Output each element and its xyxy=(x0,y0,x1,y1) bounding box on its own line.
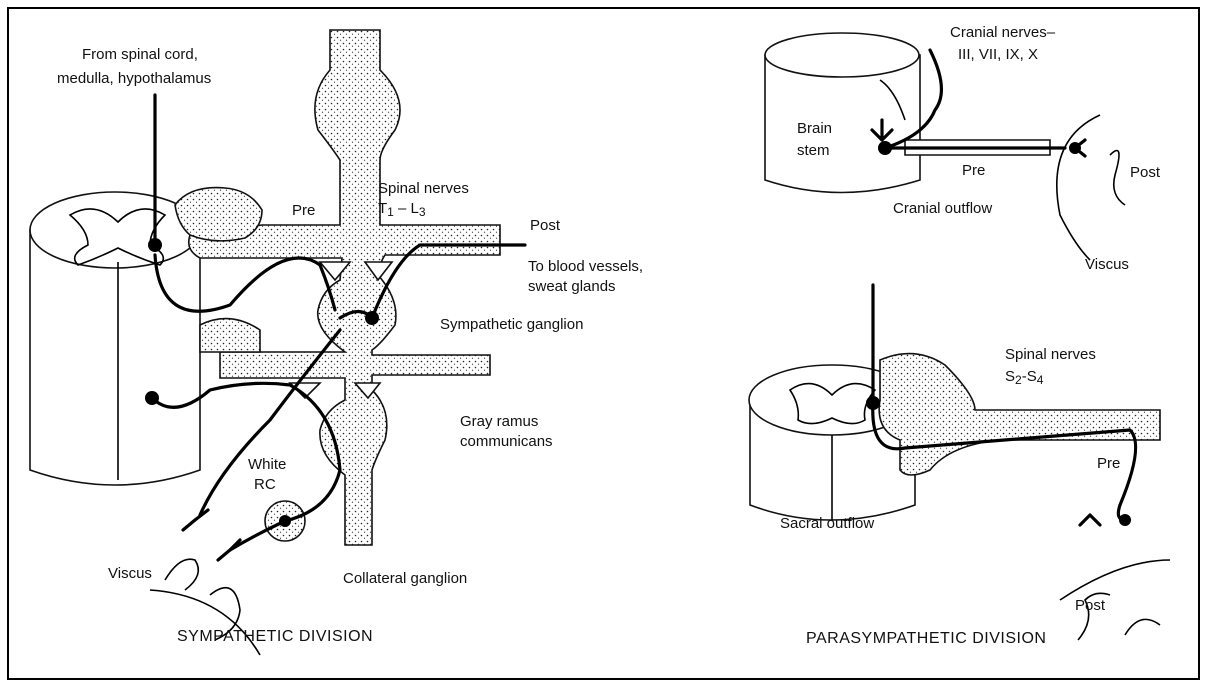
label-sacral-range: S2-S4 xyxy=(1005,368,1043,389)
label-cranial-nerves: Cranial nerves– xyxy=(950,24,1055,42)
label-spinal-range: T1 – L3 xyxy=(378,200,426,221)
label-viscus-cranial: Viscus xyxy=(1085,256,1129,274)
label-collateral-ganglion: Collateral ganglion xyxy=(343,570,467,588)
label-post: Post xyxy=(530,217,560,235)
label-stem: stem xyxy=(797,142,830,160)
label-pre: Pre xyxy=(292,202,315,220)
label-pre-cranial: Pre xyxy=(962,162,985,180)
label-sympathetic-ganglion: Sympathetic ganglion xyxy=(440,316,583,334)
label-from-spinal-cord: From spinal cord, xyxy=(82,46,198,64)
label-post-cranial: Post xyxy=(1130,164,1160,182)
cranial-viscus-arc xyxy=(1057,115,1100,260)
cranial-viscus-wiggle xyxy=(1110,151,1125,206)
sympathetic-chain xyxy=(189,30,500,545)
label-blood-vessels: To blood vessels, xyxy=(528,258,643,276)
label-medulla-hypothalamus: medulla, hypothalamus xyxy=(57,70,211,88)
label-sacral-outflow: Sacral outflow xyxy=(780,515,874,533)
title-parasympathetic-division: PARASYMPATHETIC DIVISION xyxy=(806,630,1046,648)
label-sweat-glands: sweat glands xyxy=(528,278,616,296)
ventral-root xyxy=(200,319,260,352)
label-spinal-nerves: Spinal nerves xyxy=(378,180,469,198)
label-pre-sacral: Pre xyxy=(1097,455,1120,473)
sympathetic-diagram xyxy=(30,30,525,655)
label-communicans: communicans xyxy=(460,433,553,451)
dorsal-root-ganglion xyxy=(175,188,262,241)
label-rc: RC xyxy=(254,476,276,494)
title-sympathetic-division: SYMPATHETIC DIVISION xyxy=(177,628,373,646)
label-gray-ramus: Gray ramus xyxy=(460,413,538,431)
label-brain: Brain xyxy=(797,120,832,138)
label-post-sacral: Post xyxy=(1075,597,1105,615)
label-cranial-numbers: III, VII, IX, X xyxy=(958,46,1038,64)
label-white: White xyxy=(248,456,286,474)
viscus-wiggle-1 xyxy=(165,559,198,590)
label-cranial-outflow: Cranial outflow xyxy=(893,200,992,218)
sacral-viscus-arc xyxy=(1060,560,1170,600)
label-spinal-nerves-sacral: Spinal nerves xyxy=(1005,346,1096,364)
label-viscus-sympathetic: Viscus xyxy=(108,565,152,583)
spinal-cord xyxy=(30,192,200,485)
